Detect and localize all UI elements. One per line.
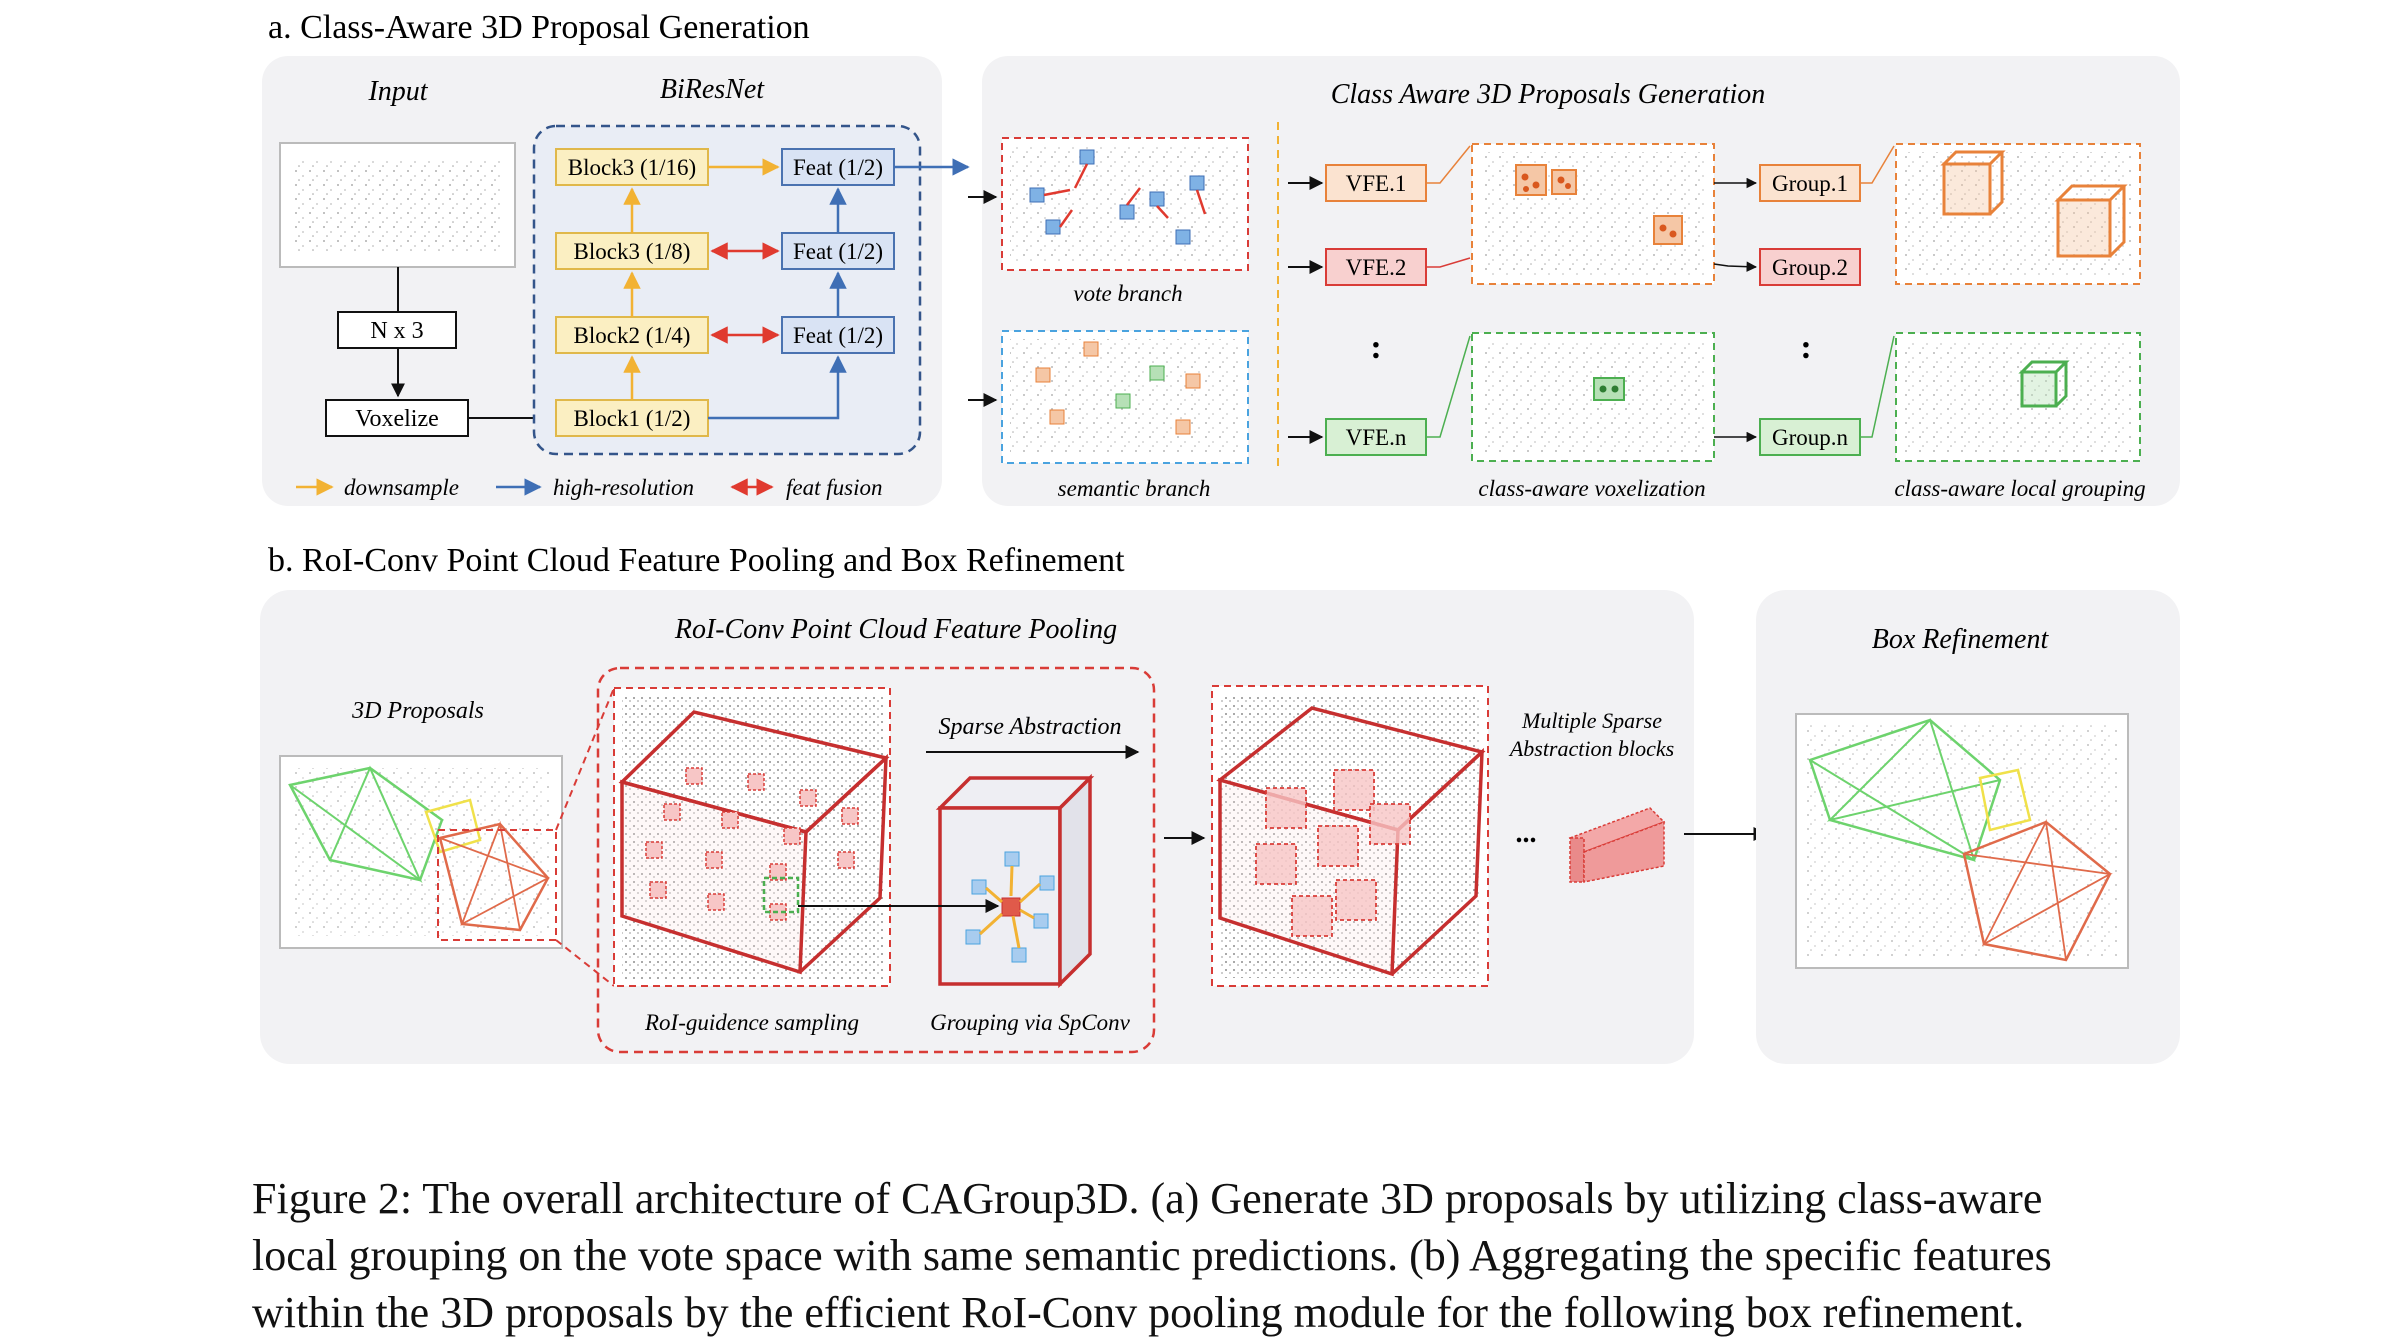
downsample-arrows <box>623 158 780 400</box>
vfe-text: VFE.n <box>1346 425 1407 450</box>
block-text: Block3 (1/8) <box>574 239 691 264</box>
box-refinement-image <box>1795 713 2129 969</box>
abstraction-output-image <box>1211 685 1489 987</box>
multiple-blocks-line1: Multiple Sparse <box>1521 708 1662 733</box>
roi-sampling-image <box>613 687 891 987</box>
block-text: Block2 (1/4) <box>574 323 691 348</box>
voxelization-image-green <box>1471 332 1715 462</box>
block-block1-2: Block1 (1/2) <box>555 399 709 437</box>
block-block2-4: Block2 (1/4) <box>555 316 709 354</box>
caption-line-1: Figure 2: The overall architecture of CA… <box>252 1174 2043 1223</box>
sparse-abstraction-label: Sparse Abstraction <box>939 714 1122 740</box>
fusion-arrows <box>710 242 780 344</box>
roi-pooling-container <box>596 666 1156 1054</box>
group-text: Group.n <box>1772 425 1849 450</box>
box-refinement-label: Box Refinement <box>1872 624 2050 655</box>
feature-vector-block <box>1568 807 1666 883</box>
group-1: Group.1 <box>1759 164 1861 202</box>
vote-branch-label: vote branch <box>1073 281 1182 306</box>
pooling-panel-title: RoI-Conv Point Cloud Feature Pooling <box>674 614 1117 645</box>
caption-line-3: within the 3D proposals by the efficient… <box>252 1288 2025 1337</box>
group-ellipsis: : <box>1800 329 1811 366</box>
right-panel-title: Class Aware 3D Proposals Generation <box>1331 79 1766 110</box>
vfe-1: VFE.1 <box>1325 164 1427 202</box>
voxel-to-group-lines <box>1713 177 1758 443</box>
feat-text: Feat (1/2) <box>793 155 883 180</box>
voxelization-image-orange <box>1471 143 1715 285</box>
input-label: Input <box>367 76 428 107</box>
abstraction-ellipsis: ... <box>1516 818 1537 849</box>
feat-3: Feat (1/2) <box>781 316 895 354</box>
local-grouping-image-orange <box>1895 143 2141 285</box>
block-block3-8: Block3 (1/8) <box>555 232 709 270</box>
vfe-connectors <box>1426 145 1471 438</box>
vfe-ellipsis: : <box>1370 329 1381 366</box>
legend-downsample-text: downsample <box>344 475 459 500</box>
section-b-title: b. RoI-Conv Point Cloud Feature Pooling … <box>268 542 1125 579</box>
proposals-image <box>279 755 563 949</box>
class-aware-voxelization-label: class-aware voxelization <box>1478 476 1705 501</box>
semantic-branch-image <box>1001 330 1249 464</box>
figure-caption: Figure 2: The overall architecture of CA… <box>252 1170 2252 1341</box>
multiple-blocks-line2: Abstraction blocks <box>1508 736 1674 761</box>
block-text: Block1 (1/2) <box>574 406 691 431</box>
roi-sampling-label: RoI-guidence sampling <box>644 1010 859 1035</box>
voxelize-box <box>325 399 469 437</box>
biresnet-label: BiResNet <box>660 74 765 105</box>
feat-1: Feat (1/2) <box>781 148 895 186</box>
spconv-cube <box>935 773 1095 989</box>
zoom-lines <box>555 687 615 987</box>
input-point-cloud <box>279 142 516 268</box>
legend-fusion-text: feat fusion <box>786 475 882 500</box>
high-resolution-arrows <box>708 158 970 420</box>
voxelize-text: Voxelize <box>355 406 439 432</box>
vfe-n: VFE.n <box>1325 418 1427 456</box>
legend: downsample high-resolution feat fusion <box>296 475 882 500</box>
vfe-text: VFE.1 <box>1346 171 1407 196</box>
block-text: Block3 (1/16) <box>568 155 696 180</box>
legend-high-res-text: high-resolution <box>553 475 694 500</box>
group-2: Group.2 <box>1759 248 1861 286</box>
vfe-text: VFE.2 <box>1346 255 1407 280</box>
group-text: Group.1 <box>1772 171 1848 196</box>
caption-line-2: local grouping on the vote space with sa… <box>252 1231 2052 1280</box>
vfe-2: VFE.2 <box>1325 248 1427 286</box>
grouping-spconv-label: Grouping via SpConv <box>930 1010 1131 1035</box>
nx3-text: N x 3 <box>370 318 423 344</box>
group-text: Group.2 <box>1772 255 1848 280</box>
feat-text: Feat (1/2) <box>793 239 883 264</box>
section-a-title: a. Class-Aware 3D Proposal Generation <box>268 9 810 46</box>
vote-branch-image <box>1001 137 1249 271</box>
proposals-label: 3D Proposals <box>351 698 484 724</box>
feat-2: Feat (1/2) <box>781 232 895 270</box>
class-aware-local-grouping-label: class-aware local grouping <box>1894 476 2145 501</box>
block-block3-16: Block3 (1/16) <box>555 148 709 186</box>
semantic-branch-label: semantic branch <box>1058 476 1211 501</box>
group-connectors <box>1860 145 1895 438</box>
feat-text: Feat (1/2) <box>793 323 883 348</box>
group-n: Group.n <box>1759 418 1861 456</box>
local-grouping-image-green <box>1895 332 2141 462</box>
